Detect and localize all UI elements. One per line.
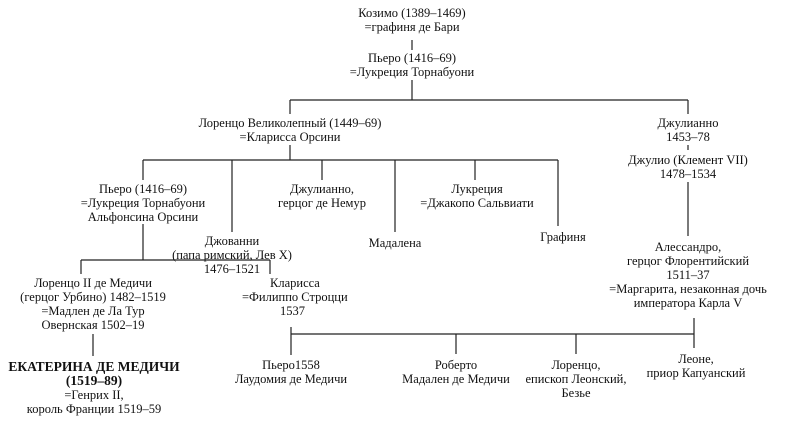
- person-line: =Мадлен де Ла Тур: [41, 304, 145, 318]
- person-clarice: Кларисса =Филиппо Строцци 1537: [242, 276, 362, 318]
- person-line: (папа римский, Лев X): [172, 248, 292, 262]
- person-line: =Лукреция Торнабуони: [80, 196, 206, 210]
- person-line: Джулианно: [657, 116, 719, 130]
- person-piero-younger: Пьеро (1416–69) =Лукреция Торнабуони Аль…: [68, 182, 218, 224]
- person-line: Роберто: [434, 358, 478, 372]
- person-line: =Генрих II,: [64, 388, 124, 402]
- person-line: императора Карла V: [633, 296, 743, 310]
- person-line: =Кларисса Орсини: [239, 130, 341, 144]
- person-cosimo: Козимо (1389–1469) =графиня де Бари: [352, 6, 472, 34]
- person-line: Лаудомия де Медичи: [234, 372, 348, 386]
- person-line: (1519–89): [65, 373, 123, 388]
- person-piero-strozzi: Пьеро1558 Лаудомия де Медичи: [226, 358, 356, 386]
- person-giuliano-nemours: Джулианно, герцог де Немур: [266, 182, 378, 210]
- person-line: Пьеро1558: [262, 358, 320, 372]
- person-maddalena: Мадалена: [355, 236, 435, 250]
- person-lorenzo-ii: Лоренцо II де Медичи (герцог Урбино) 148…: [10, 276, 176, 332]
- person-line: Овернская 1502–19: [41, 318, 145, 332]
- person-line: епископ Леонский,: [525, 372, 627, 386]
- person-line: =Джакопо Сальвиати: [420, 196, 534, 210]
- person-line: Джованни: [204, 234, 260, 248]
- person-line: Лоренцо,: [551, 358, 601, 372]
- person-line: Козимо (1389–1469): [358, 6, 466, 20]
- person-giuliano-elder: Джулианно 1453–78: [638, 116, 738, 144]
- person-giovanni: Джованни (папа римский, Лев X) 1476–1521: [152, 234, 312, 276]
- person-line: Лоренцо Великолепный (1449–69): [198, 116, 382, 130]
- person-lorenzo-magnificent: Лоренцо Великолепный (1449–69) =Кларисса…: [170, 116, 410, 144]
- person-line: приор Капуанский: [646, 366, 746, 380]
- person-line: Мадален де Медичи: [402, 372, 510, 386]
- person-line: Алессандро,: [654, 240, 722, 254]
- person-line: Пьеро (1416–69): [99, 182, 187, 196]
- person-line: =Маргарита, незаконная дочь: [609, 282, 767, 296]
- person-line: Джулио (Клемент VII): [628, 153, 748, 167]
- person-line: =графиня де Бари: [364, 20, 460, 34]
- person-line: Безье: [561, 386, 591, 400]
- person-line: Лоренцо II де Медичи: [34, 276, 152, 290]
- person-catherine: ЕКАТЕРИНА ДЕ МЕДИЧИ (1519–89) =Генрих II…: [2, 359, 186, 417]
- person-line: 1476–1521: [203, 262, 261, 276]
- person-line: Графиня: [540, 230, 586, 244]
- person-line: ЕКАТЕРИНА ДЕ МЕДИЧИ: [8, 359, 180, 374]
- person-roberto-strozzi: Роберто Мадален де Медичи: [390, 358, 522, 386]
- person-line: =Филиппо Строцци: [242, 290, 348, 304]
- person-line: герцог де Немур: [278, 196, 366, 210]
- person-piero-elder: Пьеро (1416–69) =Лукреция Торнабуони: [332, 51, 492, 79]
- person-line: 1478–1534: [659, 167, 717, 181]
- person-lorenzo-strozzi: Лоренцо, епископ Леонский, Безье: [518, 358, 634, 400]
- person-line: Мадалена: [368, 236, 422, 250]
- person-line: Лукреция: [451, 182, 503, 196]
- person-line: (герцог Урбино) 1482–1519: [20, 290, 166, 304]
- person-line: Кларисса: [270, 276, 320, 290]
- person-giulio: Джулио (Клемент VII) 1478–1534: [608, 153, 768, 181]
- person-contessina: Графиня: [533, 230, 593, 244]
- person-line: Альфонсина Орсини: [87, 210, 199, 224]
- person-line: =Лукреция Торнабуони: [349, 65, 475, 79]
- person-line: 1453–78: [666, 130, 710, 144]
- person-alessandro: Алессандро, герцог Флорентийский 1511–37…: [598, 240, 778, 310]
- person-lucrezia: Лукреция =Джакопо Сальвиати: [415, 182, 539, 210]
- person-line: король Франции 1519–59: [26, 402, 162, 416]
- person-line: Джулианно,: [289, 182, 355, 196]
- person-line: Пьеро (1416–69): [368, 51, 456, 65]
- person-line: герцог Флорентийский: [626, 254, 750, 268]
- person-leone-strozzi: Леоне, приор Капуанский: [634, 352, 758, 380]
- person-line: 1537: [280, 304, 305, 318]
- person-line: Леоне,: [678, 352, 714, 366]
- person-line: 1511–37: [666, 268, 710, 282]
